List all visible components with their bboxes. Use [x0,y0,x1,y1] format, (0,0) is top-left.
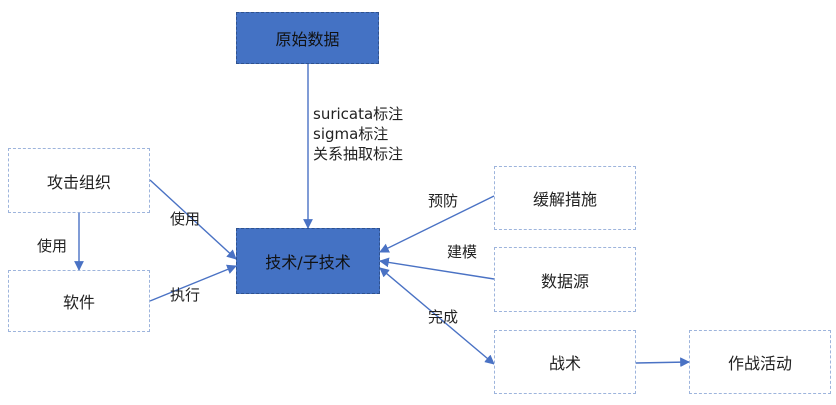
edge-tactic-to-campaign [635,357,690,368]
node-technique-label: 技术/子技术 [265,253,351,272]
edge-technique-to-tactic [379,267,495,365]
edge-label-mitigation-prevents: 预防 [428,192,459,210]
edge-label-technique-completes: 完成 [428,308,459,326]
edge-software-to-technique [149,264,237,302]
node-mitigation[interactable]: 缓解措施 [494,166,636,230]
edge-label-suricata: suricata标注 [313,105,404,123]
edge-label-datasource-models: 建模 [447,243,478,261]
edge-label-raw-annotations: suricata标注 sigma标注 关系抽取标注 [313,104,403,164]
edge-mitigation-to-technique [379,195,495,253]
edge-label-group-uses-software: 使用 [37,237,68,255]
node-technique[interactable]: 技术/子技术 [236,228,380,294]
node-campaign[interactable]: 作战活动 [689,330,831,394]
node-attack-group-label: 攻击组织 [46,172,111,192]
edge-label-group-uses-technique: 使用 [170,210,201,228]
edge-label-software-executes: 执行 [170,286,201,304]
edge-group-to-technique [149,179,237,260]
node-attack-group[interactable]: 攻击组织 [8,148,150,213]
edge-datasource-to-technique [379,257,495,280]
node-raw-data[interactable]: 原始数据 [236,12,379,64]
node-tactic[interactable]: 战术 [494,330,636,394]
node-mitigation-label: 缓解措施 [532,190,597,209]
edge-label-relation: 关系抽取标注 [313,145,404,163]
node-software[interactable]: 软件 [8,270,150,332]
node-campaign-label: 作战活动 [727,354,792,373]
node-data-source[interactable]: 数据源 [494,247,636,312]
node-raw-data-label: 原始数据 [275,30,340,49]
node-data-source-label: 数据源 [540,271,589,291]
edge-label-sigma: sigma标注 [313,125,389,143]
node-tactic-label: 战术 [548,354,581,373]
node-software-label: 软件 [62,293,95,312]
